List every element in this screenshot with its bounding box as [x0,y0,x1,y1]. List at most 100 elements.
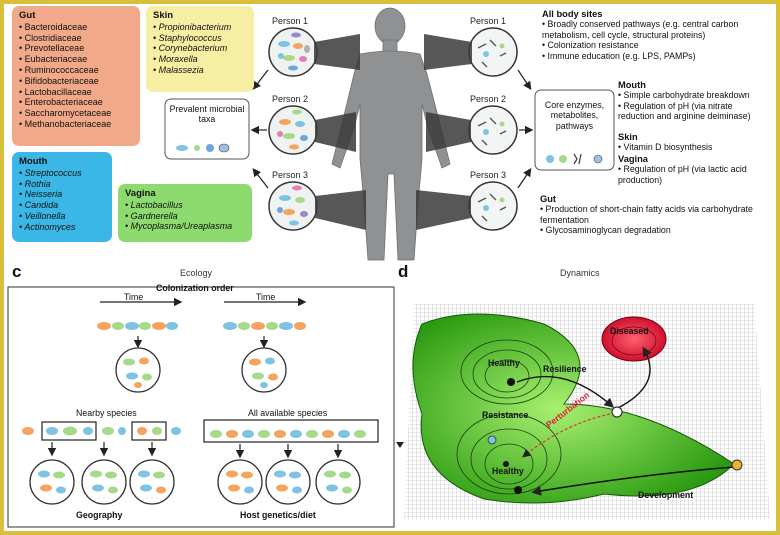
host-genetics-label: Host genetics/diet [240,510,316,520]
all-sites-item: Immune education (e.g. LPS, PAMPs) [542,51,764,61]
gut-taxon: Methanobacteriaceae [19,119,133,130]
gut-title: Gut [19,10,36,21]
person1-label-a: Person 1 [272,16,309,26]
all-species-label: All available species [248,408,328,418]
person3-circle-a [268,181,318,231]
gut-taxa-box: Gut Bacteroidaceae Clostridiaceae Prevot… [12,6,140,146]
panel-c-letter: c [12,262,22,281]
skin-taxon: Moraxella [153,54,247,65]
gut-func-item: Glycosaminoglycan degradation [540,225,768,235]
mouth-taxon: Candida [19,200,105,211]
prevalent-taxa-label: Prevalent microbial taxa [169,104,245,125]
diseased-label: Diseased [610,326,649,336]
skin-taxon: Malassezia [153,65,247,76]
skin-taxon: Propionibacterium [153,22,247,33]
distribution-arrows [47,442,343,459]
gut-taxon: Ruminococcaceae [19,65,133,76]
mouth-taxon: Actinomyces [19,222,105,233]
mouth-taxon: Rothia [19,179,105,190]
callout-a1 [314,34,360,70]
figure-frame: Gut Bacteroidaceae Clostridiaceae Prevot… [4,4,776,531]
all-species-strip [210,430,366,438]
vagina-taxon: Gardnerella [125,211,245,222]
gut-func-title: Gut [540,194,557,204]
panel-d-section: Dynamics [560,268,600,278]
callout-b3 [416,190,471,230]
callout-a2 [315,112,356,152]
panel-c-section: Ecology [180,268,213,278]
callout-a3 [315,190,366,230]
person1-label-b: Person 1 [470,16,507,26]
mouth-func-item: Regulation of pH (via nitrate reduction … [618,101,768,122]
person1-circle-b [468,27,518,77]
mouth-func-title: Mouth [618,80,646,90]
mouth-title: Mouth [19,156,48,167]
gut-taxon: Clostridiaceae [19,33,133,44]
gut-taxon: Enterobacteriaceae [19,97,133,108]
callout-b1 [424,34,472,70]
figure-graphics [7,7,770,528]
all-sites-item: Broadly conserved pathways (e.g. central… [542,19,764,40]
resistance-label: Resistance [482,410,529,420]
gut-taxon: Bifidobacteriaceae [19,76,133,87]
mouth-functions: Mouth Simple carbohydrate breakdown Regu… [618,80,768,122]
person1-circle-a [268,27,318,77]
human-silhouette [331,7,451,261]
vagina-func-title: Vagina [618,154,648,164]
person3-circle-b [468,181,518,231]
person2-circle-a [268,105,318,155]
geography-label: Geography [76,510,123,520]
mouth-func-item: Simple carbohydrate breakdown [618,90,768,100]
gut-taxon: Prevotellaceae [19,43,133,54]
all-sites-text: All body sites Broadly conserved pathway… [542,9,764,61]
time-label-1: Time [124,292,144,302]
all-sites-title: All body sites [542,9,603,19]
arrow-a3 [252,168,269,189]
gut-taxon: Eubacteriaceae [19,54,133,65]
resilience-label: Resilience [543,364,587,374]
prevalent-taxa-box [164,98,250,160]
time-label-2: Time [256,292,276,302]
gut-taxon: Saccharomycetaceae [19,108,133,119]
nearby-box-2 [131,421,167,441]
skin-taxon: Staphylococcus [153,33,247,44]
vagina-func-item: Regulation of pH (via lactic acid produc… [618,164,768,185]
colonization-circle-1 [115,347,161,393]
skin-func-item: Vitamin D biosynthesis [618,142,768,152]
colonization-circle-2 [241,347,287,393]
mouth-taxon: Neisseria [19,189,105,200]
skin-taxon: Corynebacterium [153,43,247,54]
mouth-taxon: Streptococcus [19,168,105,179]
skin-taxa-box: Skin Propionibacterium Staphylococcus Co… [146,6,254,92]
vagina-title: Vagina [125,188,156,199]
person2-circle-b [468,105,518,155]
skin-functions: Skin Vitamin D biosynthesis [618,132,768,153]
gut-taxon: Lactobacillaceae [19,87,133,98]
colonization-strip-2 [223,322,306,330]
arrow-b1 [517,69,532,90]
host-circles [217,459,361,505]
callout-b2 [426,112,471,152]
vagina-functions: Vagina Regulation of pH (via lactic acid… [618,154,768,185]
gut-func-item: Production of short-chain fatty acids vi… [540,204,768,225]
vagina-taxa-box: Vagina Lactobacillus Gardnerella Mycopla… [118,184,252,242]
core-box [534,89,615,171]
vagina-taxon: Mycoplasma/Ureaplasma [125,221,245,232]
vagina-taxon: Lactobacillus [125,200,245,211]
person2-label-b: Person 2 [470,94,507,104]
all-sites-item: Colonization resistance [542,40,764,50]
development-label: Development [638,490,694,500]
person3-label-b: Person 3 [470,170,507,180]
arrow-a1 [252,69,269,90]
skin-title: Skin [153,10,174,21]
arrow-b3 [517,168,532,189]
core-label: Core enzymes, metabolites, pathways [544,100,605,131]
nearby-species-label: Nearby species [76,408,137,418]
skin-func-title: Skin [618,132,638,142]
healthy-label-1: Healthy [488,358,520,368]
mouth-taxa-box: Mouth Streptococcus Rothia Neisseria Can… [12,152,112,242]
mouth-taxon: Veillonella [19,211,105,222]
gut-taxon: Bacteroidaceae [19,22,133,33]
energy-landscape [404,304,770,519]
nearby-species-strip [22,426,181,436]
